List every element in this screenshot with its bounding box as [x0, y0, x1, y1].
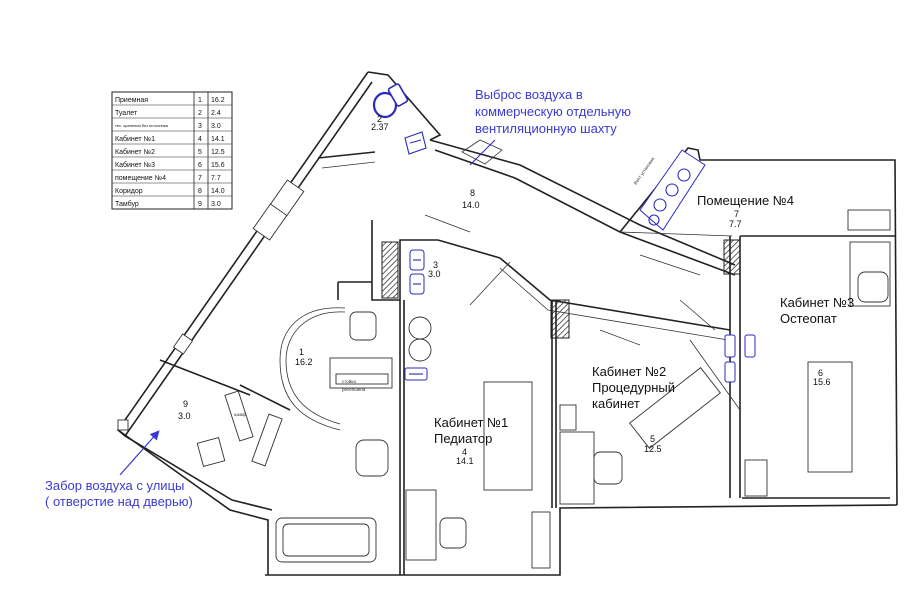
room-8-label: 8 14.0 [462, 188, 480, 210]
vent-grille-icon [409, 249, 425, 295]
legend-name-8: Коридор [115, 188, 143, 195]
legend-area-1: 16.2 [211, 97, 225, 104]
toilet-icon [372, 83, 409, 119]
intake-note-line-2: ( отверстие над дверью) [45, 494, 193, 509]
legend-area-5: 12.5 [211, 149, 225, 156]
room-3-number: 3 [433, 260, 438, 270]
legend-name-7: помещение №4 [115, 175, 166, 182]
exhaust-note-line-2: коммерческую отдельную [475, 104, 631, 119]
legend-name-3: тех. хранения без источника [115, 123, 169, 128]
legend-area-6: 15.6 [211, 162, 225, 169]
room-1-area: 16.2 [295, 357, 313, 367]
exhaust-note-line-3: вентиляционную шахту [475, 121, 617, 136]
legend-area-2: 2.4 [211, 110, 221, 117]
room-9-area: 3.0 [178, 411, 191, 421]
legend-area-4: 14.1 [211, 136, 225, 143]
room-5-title-3: кабинет [592, 396, 640, 411]
legend-no-4: 4 [198, 136, 202, 143]
room-4-title-1: Кабинет №1 [434, 415, 508, 430]
legend-area-7: 7.7 [211, 175, 221, 182]
vent-grille-icon [724, 334, 756, 383]
room-4-area: 14.1 [456, 456, 474, 466]
room-3-area: 3.0 [428, 269, 441, 279]
legend-area-3: 3.0 [211, 123, 221, 130]
vent-grille-icon [404, 367, 428, 381]
room-8-area: 14.0 [462, 200, 480, 210]
legend-name-4: Кабинет №1 [115, 135, 155, 143]
room-4-title-2: Педиатор [434, 431, 492, 446]
room-6-title-1: Кабинет №3 [780, 295, 854, 310]
legend-no-3: 3 [198, 123, 202, 130]
legend-name-9: Тамбур [115, 200, 139, 208]
exterior-panels [117, 179, 305, 431]
reception-desk-label-2: ресепшена [342, 387, 366, 392]
room-8-number: 8 [470, 188, 475, 198]
room-5-area: 12.5 [644, 444, 662, 454]
exhaust-annotation: Выброс воздуха в коммерческую отдельную … [475, 87, 631, 136]
room-6-label: Кабинет №3 Остеопат 6 15.6 [780, 295, 854, 387]
room-7-label: Помещение №4 7 7.7 [697, 193, 794, 229]
vent-unit-icon [639, 149, 706, 231]
reception-desk-label-1: стойка [342, 378, 356, 384]
legend-area-9: 3.0 [211, 201, 221, 208]
room-5-label: Кабинет №2 Процедурный кабинет 5 12.5 [592, 364, 675, 454]
legend-name-5: Кабинет №2 [115, 148, 155, 156]
room-2-label: 2 2.37 [371, 114, 389, 132]
room-5-title-2: Процедурный [592, 380, 675, 395]
legend-area-8: 14.0 [211, 188, 225, 195]
furniture [196, 209, 891, 569]
legend-no-8: 8 [198, 188, 202, 195]
hatched-shaft-2 [550, 299, 570, 339]
room-4-label: Кабинет №1 Педиатор 4 14.1 [434, 415, 508, 466]
room-7-number: 7 [734, 209, 739, 219]
intake-note-line-1: Забор воздуха с улицы [45, 478, 184, 493]
room-5-number: 5 [650, 434, 655, 444]
room-1-number: 1 [299, 347, 304, 357]
intake-annotation: Забор воздуха с улицы ( отверстие над дв… [45, 430, 193, 509]
legend-table: Приемная 1 16.2 Туалет 2 2.4 тех. хранен… [111, 91, 233, 210]
room-6-title-2: Остеопат [780, 311, 837, 326]
room-2-area: 2.37 [371, 122, 389, 132]
room-4-number: 4 [462, 447, 467, 457]
room-7-title: Помещение №4 [697, 193, 794, 208]
legend-no-2: 2 [198, 110, 202, 117]
room-7-area: 7.7 [729, 219, 742, 229]
hatched-shaft-3 [723, 239, 741, 275]
hatched-shaft-1 [381, 241, 399, 299]
legend-name-1: Приемная [115, 97, 148, 104]
door-swings [424, 214, 741, 411]
room-9-number: 9 [183, 399, 188, 409]
interior-walls [159, 151, 741, 575]
legend-no-1: 1 [198, 97, 202, 104]
storage-tanks [408, 316, 432, 362]
legend-no-6: 6 [198, 162, 202, 169]
outer-walls [116, 71, 898, 576]
wardrobe-label: шкаф [234, 412, 246, 417]
room-1-label: 1 16.2 [295, 347, 313, 367]
vent-unit-label: Вент установка [633, 156, 656, 186]
legend-no-7: 7 [198, 175, 202, 182]
vent-grille-icon [404, 131, 427, 155]
room-6-number: 6 [818, 368, 823, 378]
intake-arrow-icon [119, 430, 160, 476]
room-5-title-1: Кабинет №2 [592, 364, 666, 379]
legend-name-2: Туалет [115, 110, 138, 117]
room-9-label: 9 3.0 [178, 399, 191, 421]
room-2-number: 2 [377, 114, 382, 124]
room-3-label: 3 3.0 [428, 260, 441, 279]
legend-no-5: 5 [198, 149, 202, 156]
exhaust-note-line-1: Выброс воздуха в [475, 87, 583, 102]
legend-no-9: 9 [198, 201, 202, 208]
legend-name-6: Кабинет №3 [115, 161, 155, 169]
room-6-area: 15.6 [813, 377, 831, 387]
exhaust-shaft-icon [461, 139, 503, 166]
